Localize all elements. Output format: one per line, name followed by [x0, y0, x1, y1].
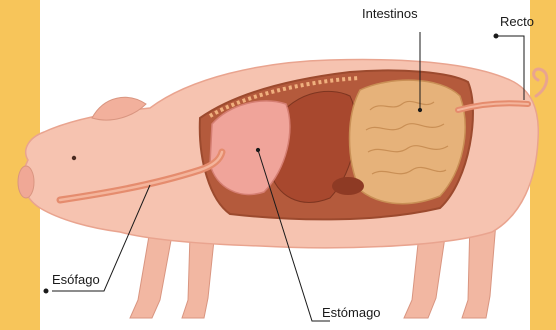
label-esophagus: Esófago: [52, 272, 100, 287]
pig-snout: [18, 166, 34, 198]
label-stomach: Estómago: [322, 305, 381, 320]
small-organ: [332, 177, 364, 195]
leader-dot-stomach: [256, 148, 259, 151]
pig-eye: [72, 156, 76, 160]
intestines-organ: [350, 80, 466, 204]
label-intestines: Intestinos: [362, 6, 418, 21]
leader-dot-esophagus: [44, 289, 48, 293]
leader-dot-intestines: [418, 108, 421, 111]
label-rectum: Recto: [500, 14, 534, 29]
leader-dot-rectum-start: [494, 34, 498, 38]
